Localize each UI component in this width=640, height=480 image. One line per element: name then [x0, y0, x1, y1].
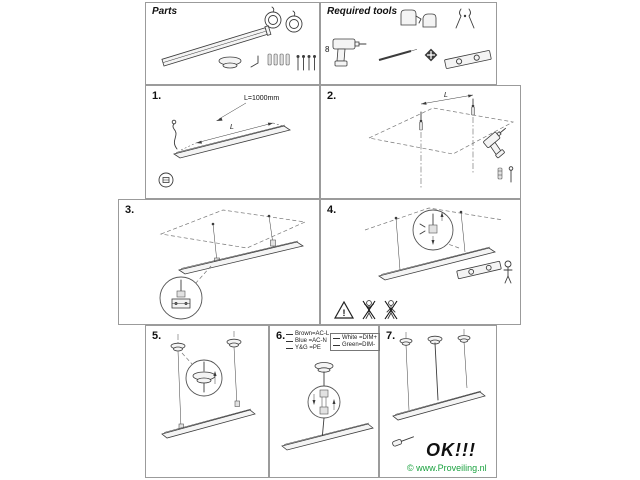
panel-step-6: 6. Brown=AC-L Blue =AC-N Y&G =PE White =…	[269, 325, 381, 478]
spirit-level-icon	[456, 260, 502, 280]
panel-step-1: 1. L=1000mm L	[145, 85, 320, 199]
wiring-legend-dim: White =DIM+ Green=DIM-	[330, 333, 381, 351]
zoom-detail	[412, 209, 460, 251]
screws-icon	[296, 55, 316, 71]
step3-number: 3.	[125, 204, 135, 216]
spirit-level-icon	[444, 50, 492, 69]
wall-plug-icon	[497, 167, 503, 180]
wire-dash-icon	[333, 345, 340, 346]
ceiling-plane	[367, 107, 515, 155]
drill-qty-label: 8	[325, 45, 330, 54]
parts-title: Parts	[152, 6, 178, 17]
step2-illustration: L	[367, 92, 515, 188]
ceiling-canopy-left	[170, 342, 186, 352]
svg-text:!: !	[343, 308, 346, 318]
screw-icon	[508, 166, 514, 183]
site-watermark: © www.Proveiling.nl	[407, 463, 487, 473]
fixture-bar	[378, 246, 496, 281]
wiring-white: White =DIM+	[342, 335, 378, 341]
wiring-blue: Blue =AC-N	[295, 338, 327, 344]
ceiling-canopy-right	[226, 338, 242, 348]
anchor-screw-left	[419, 111, 423, 188]
step7-number: 7.	[386, 330, 396, 342]
ceiling-canopy	[314, 362, 334, 373]
screwdriver-icon	[392, 436, 414, 447]
fixture-bar	[392, 390, 486, 421]
tools-title: Required tools	[327, 6, 398, 17]
pliers-icon	[455, 8, 475, 29]
panel-step-2: 2. L	[320, 85, 521, 199]
ceiling-canopy-left	[399, 338, 413, 346]
power-cable	[434, 342, 439, 401]
ceiling-canopy-center	[427, 335, 443, 345]
drill-icon	[483, 127, 506, 159]
warning-triangle-icon: !	[333, 300, 355, 319]
wiring-legend-mains: Brown=AC-L Blue =AC-N Y&G =PE	[286, 331, 329, 352]
drill-icon	[332, 38, 367, 67]
dimension-line	[420, 94, 474, 105]
wiring-green: Green=DIM-	[342, 342, 376, 348]
fixture-bar	[161, 25, 272, 67]
suspension-wire-left	[177, 350, 182, 429]
step4-number: 4.	[327, 204, 337, 216]
dim-L-label: L	[444, 92, 448, 99]
fixture-bar	[161, 400, 256, 439]
zoom-detail	[159, 265, 212, 320]
step6-illustration	[281, 362, 374, 451]
anchor-screw-right	[471, 98, 475, 174]
dim-L-label: L	[230, 124, 234, 131]
wire-dash-icon	[286, 348, 293, 349]
step1-number: 1.	[152, 90, 162, 102]
no-pulling-icon	[384, 300, 398, 320]
zoom-detail	[307, 385, 341, 419]
length-label: L=1000mm	[244, 95, 279, 102]
panel-required-tools: Required tools 8	[320, 2, 497, 85]
person-icon	[503, 260, 513, 284]
wire-dash-icon	[333, 338, 340, 339]
suspension-wire-right	[233, 346, 238, 407]
step1-illustration: L=1000mm L	[158, 95, 291, 188]
end-cap-detail	[158, 172, 174, 188]
ceiling-plane	[364, 207, 504, 231]
wiring-brown: Brown=AC-L	[295, 331, 330, 337]
wire-dash-icon	[286, 334, 293, 335]
wire-dash-icon	[286, 341, 293, 342]
suspension-wires	[394, 210, 466, 271]
panel-step-7: 7.	[379, 325, 497, 478]
step4-illustration: !	[333, 207, 513, 320]
drill-bit-icon	[378, 49, 418, 61]
bracket-icon	[250, 55, 259, 68]
zoom-detail	[181, 352, 223, 397]
ok-label: OK!!!	[426, 440, 476, 460]
panel-parts: Parts	[145, 2, 320, 85]
step7-illustration	[392, 329, 486, 447]
step5-illustration	[161, 331, 256, 439]
cable-coil-icon	[264, 6, 303, 33]
no-hanging-icon	[362, 300, 376, 320]
fixture-bar	[173, 124, 291, 159]
step2-number: 2.	[327, 90, 337, 102]
ceiling-canopy-right	[457, 335, 471, 343]
step5-number: 5.	[152, 330, 162, 342]
parts-illustration	[161, 6, 316, 71]
panel-step-4: 4.	[320, 199, 521, 325]
fixture-bar	[178, 240, 304, 275]
ceiling-canopy-icon	[218, 56, 242, 69]
step6-number: 6.	[276, 330, 286, 342]
suspension-wire-right	[463, 341, 468, 389]
wiring-earth: Y&G =PE	[295, 345, 321, 351]
tools-illustration: 8	[325, 8, 492, 69]
dimension-line	[180, 122, 287, 151]
ceiling-plane	[159, 209, 307, 249]
power-cable	[171, 119, 178, 150]
leader-arrow	[216, 102, 247, 121]
phillips-bit-icon	[424, 48, 438, 62]
step3-illustration	[159, 209, 307, 320]
wall-plugs-icon	[267, 53, 290, 66]
fixture-bar	[281, 422, 374, 451]
panel-step-5: 5.	[145, 325, 269, 478]
gloves-icon	[400, 9, 437, 28]
panel-step-3: 3.	[118, 199, 320, 325]
suspension-wire-left	[405, 344, 410, 411]
